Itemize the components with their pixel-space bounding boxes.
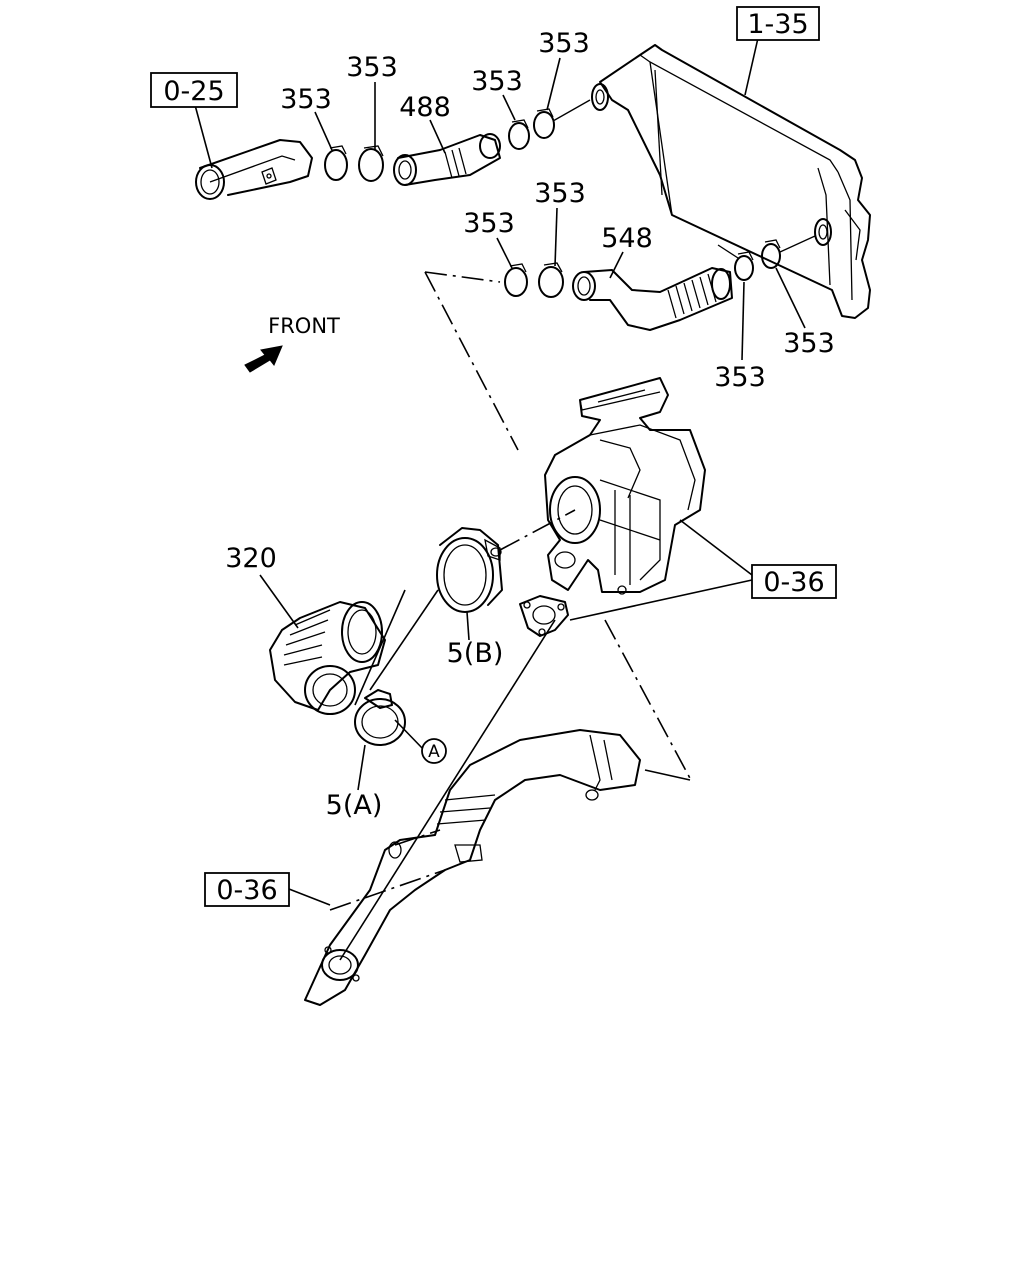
- callout-353-b: 353: [346, 52, 398, 83]
- alignment-dash-lines: [329, 271, 693, 911]
- front-arrow-icon: [244, 345, 283, 373]
- callout-353-h: 353: [783, 328, 835, 359]
- clamp-353-e: [504, 267, 528, 297]
- callout-353-g: 353: [714, 362, 766, 393]
- clamp-353-d: [533, 111, 555, 139]
- clamp-353-c: [508, 122, 530, 150]
- clamp-353-h: [761, 243, 781, 269]
- ref-box-0-36-right: 0-36: [763, 567, 824, 598]
- clamp-353-g: [734, 255, 754, 281]
- intercooler: [591, 44, 871, 319]
- callout-353-f: 353: [534, 178, 586, 209]
- ref-box-0-36-left: 0-36: [216, 875, 277, 906]
- ref-box-0-25-frame: [150, 72, 238, 108]
- callout-353-d: 353: [538, 28, 590, 59]
- elbow-hose-320: [269, 601, 386, 715]
- gasket: [519, 595, 569, 637]
- clamp-353-f: [538, 266, 564, 298]
- ref-box-1-35-frame: [736, 6, 820, 41]
- callout-320: 320: [225, 543, 277, 574]
- clamp-353-a: [324, 149, 348, 181]
- ref-box-0-36-right-frame: [751, 564, 837, 599]
- turbocharger: [544, 377, 706, 595]
- upper-intake-pipe: [195, 139, 313, 200]
- callout-353-a: 353: [280, 84, 332, 115]
- lower-pipe: [304, 729, 641, 1006]
- callout-353-c: 353: [471, 66, 523, 97]
- front-label: FRONT: [268, 314, 340, 338]
- clamp-5a: [354, 689, 406, 746]
- leader-lines: [194, 37, 806, 961]
- circle-a-label: A: [428, 742, 440, 762]
- clamp-353-b: [358, 148, 384, 182]
- ref-box-0-25: 0-25: [163, 76, 224, 107]
- callout-353-e: 353: [463, 208, 515, 239]
- upper-clamps: [324, 108, 555, 182]
- ref-box-0-36-left-frame: [204, 872, 290, 907]
- hose-548: [572, 267, 733, 331]
- hose-488: [393, 133, 501, 186]
- circle-a-marker: [421, 738, 447, 764]
- part-callouts: 0-25 1-35 0-36 0-36 353 353 488 353 353 …: [150, 6, 837, 907]
- ref-box-1-35: 1-35: [747, 9, 808, 40]
- lower-clamps: [504, 239, 781, 298]
- callout-5a: 5(A): [326, 790, 383, 821]
- callout-548: 548: [601, 223, 653, 254]
- callout-5b: 5(B): [447, 638, 504, 669]
- callout-488: 488: [399, 92, 451, 123]
- clamp-5b: [436, 527, 503, 613]
